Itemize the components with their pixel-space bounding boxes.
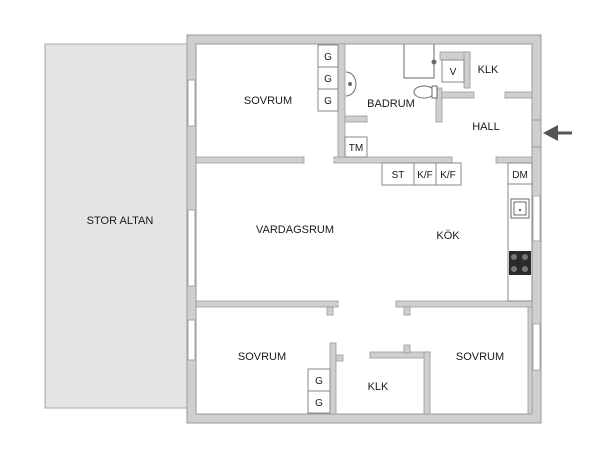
fridge-freezer-label: K/F <box>440 170 456 181</box>
exterior-walls <box>186 34 542 424</box>
wardrobe-label: G <box>315 398 323 409</box>
room-label-klk: KLK <box>478 64 499 76</box>
window <box>187 319 196 361</box>
room-label-kok: KÖK <box>436 230 460 242</box>
washing-machine-label: TM <box>349 143 363 154</box>
bathroom-fixtures: TM <box>344 44 438 158</box>
windows <box>187 79 541 371</box>
balcony: STOR ALTAN <box>44 43 188 409</box>
window <box>532 323 541 371</box>
storage-label: ST <box>392 170 405 181</box>
stove-icon <box>509 251 531 275</box>
toilet-icon <box>413 85 438 99</box>
room-label-badrum: BADRUM <box>367 98 415 110</box>
arrow-left-icon <box>543 125 572 141</box>
fridge-freezer-label: K/F <box>417 170 433 181</box>
window <box>187 79 196 127</box>
room-label-vardagsrum: VARDAGSRUM <box>256 224 334 236</box>
wardrobe-label: G <box>324 52 332 63</box>
wardrobe-bottom: G G <box>307 368 331 414</box>
room-label-sovrum: SOVRUM <box>238 351 286 363</box>
room-label-hall: HALL <box>472 121 500 133</box>
room-label-klk: KLK <box>368 381 389 393</box>
ventilation-label: V <box>450 67 457 78</box>
window <box>532 195 541 242</box>
shower <box>403 44 435 79</box>
counter-row: ST K/F K/F <box>381 162 462 186</box>
wardrobe-label: G <box>315 376 323 387</box>
window <box>187 209 196 287</box>
wardrobe-label: G <box>324 74 332 85</box>
sink-icon <box>510 198 530 219</box>
room-labels: SOVRUM BADRUM KLK HALL VARDAGSRUM KÖK SO… <box>238 64 504 393</box>
kitchen-counter: DM <box>507 162 533 302</box>
ventilation-box: V <box>441 59 465 83</box>
room-label-sovrum: SOVRUM <box>244 95 292 107</box>
interior-walls <box>195 43 533 415</box>
wardrobe-label: G <box>324 96 332 107</box>
wardrobe-top: G G G <box>317 44 339 112</box>
room-label-stor-altan: STOR ALTAN <box>87 215 154 227</box>
dishwasher-label: DM <box>512 170 528 181</box>
room-label-sovrum: SOVRUM <box>456 351 504 363</box>
washbasin-icon <box>345 71 357 97</box>
